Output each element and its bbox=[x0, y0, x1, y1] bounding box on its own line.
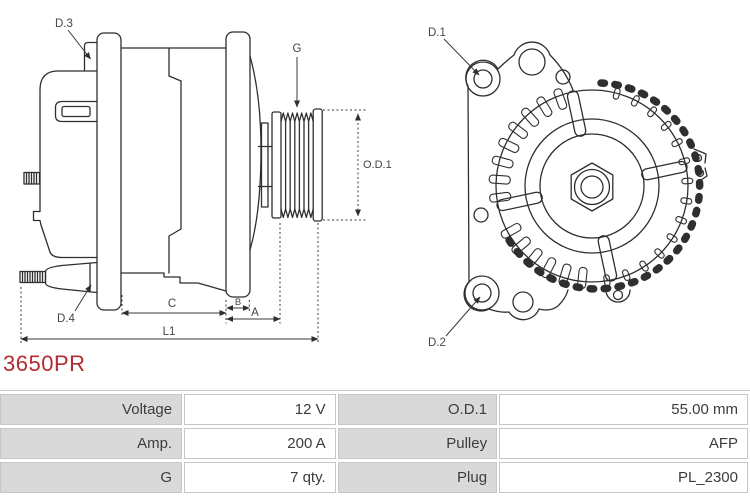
mount-ear-bottom bbox=[464, 275, 500, 311]
spec-label-g: G bbox=[0, 462, 183, 493]
bracket-plate-outline bbox=[463, 41, 574, 321]
spec-table: Voltage 12 V O.D.1 55.00 mm Amp. 200 A P… bbox=[0, 391, 750, 496]
dim-label-l1: L1 bbox=[163, 326, 176, 338]
housing-rim bbox=[495, 89, 689, 283]
body-bottom bbox=[120, 272, 227, 292]
terminal-stud-lower bbox=[19, 270, 47, 284]
spec-row-g: G 7 qty. Plug PL_2300 bbox=[0, 462, 748, 493]
rear-view-drawing bbox=[463, 41, 708, 321]
technical-drawing: D.3 D.4 G O.D.1 C B A L1 bbox=[19, 18, 708, 349]
spec-value-plug: PL_2300 bbox=[499, 462, 748, 493]
radial-fin-slots bbox=[488, 87, 588, 290]
side-view-dimensions bbox=[20, 29, 366, 343]
housing-scallops bbox=[505, 79, 704, 293]
spec-row-voltage: Voltage 12 V O.D.1 55.00 mm bbox=[0, 394, 748, 425]
side-view-drawing bbox=[19, 31, 323, 311]
shaft-nut-outer bbox=[573, 168, 611, 206]
rear-view-leaders bbox=[443, 38, 481, 337]
rear-housing-slot bbox=[54, 100, 98, 123]
rim-vent-slots bbox=[602, 87, 694, 287]
mount-hole-d1 bbox=[473, 69, 493, 89]
mount-hole-top-lug bbox=[518, 48, 546, 76]
dim-label-d1: D.1 bbox=[428, 27, 446, 39]
shaft-nut-hex bbox=[570, 162, 614, 212]
shaft bbox=[260, 122, 269, 208]
spec-label-plug: Plug bbox=[337, 462, 498, 493]
front-flange bbox=[225, 31, 251, 298]
spec-value-g: 7 qty. bbox=[184, 462, 336, 493]
body-parting-line bbox=[168, 47, 182, 274]
rear-top-tab bbox=[83, 41, 98, 72]
part-number: 3650PR bbox=[3, 351, 86, 376]
dim-label-d2: D.2 bbox=[428, 337, 446, 349]
spec-value-voltage: 12 V bbox=[184, 394, 336, 425]
mount-hole-d2 bbox=[472, 283, 492, 303]
terminal-stud-upper bbox=[23, 171, 41, 185]
spec-label-od1: O.D.1 bbox=[337, 394, 498, 425]
shaft-nut-inner bbox=[580, 175, 604, 199]
dim-label-d3: D.3 bbox=[55, 18, 73, 30]
rear-housing-outline bbox=[32, 70, 98, 259]
dim-label-b: B bbox=[235, 297, 241, 308]
dim-label-g: G bbox=[293, 43, 302, 55]
spec-label-amp: Amp. bbox=[0, 428, 183, 459]
rear-flange bbox=[96, 32, 122, 311]
mount-ear-top bbox=[465, 61, 501, 97]
spec-value-amp: 200 A bbox=[184, 428, 336, 459]
spec-table-wrap: Voltage 12 V O.D.1 55.00 mm Amp. 200 A P… bbox=[0, 390, 750, 496]
rear-housing-slot-tab bbox=[61, 105, 91, 118]
spec-value-od1: 55.00 mm bbox=[499, 394, 748, 425]
front-nose bbox=[249, 55, 262, 251]
spec-value-pulley: AFP bbox=[499, 428, 748, 459]
lower-lug bbox=[44, 261, 98, 294]
dim-label-c: C bbox=[168, 298, 176, 310]
mount-hole-bottom-lug bbox=[512, 291, 534, 313]
spec-label-voltage: Voltage bbox=[0, 394, 183, 425]
pulley bbox=[271, 108, 323, 222]
spec-row-amp: Amp. 200 A Pulley AFP bbox=[0, 428, 748, 459]
dim-label-od1: O.D.1 bbox=[363, 159, 392, 171]
dim-label-d4: D.4 bbox=[57, 313, 76, 325]
spec-label-pulley: Pulley bbox=[337, 428, 498, 459]
dim-label-a: A bbox=[251, 307, 259, 319]
